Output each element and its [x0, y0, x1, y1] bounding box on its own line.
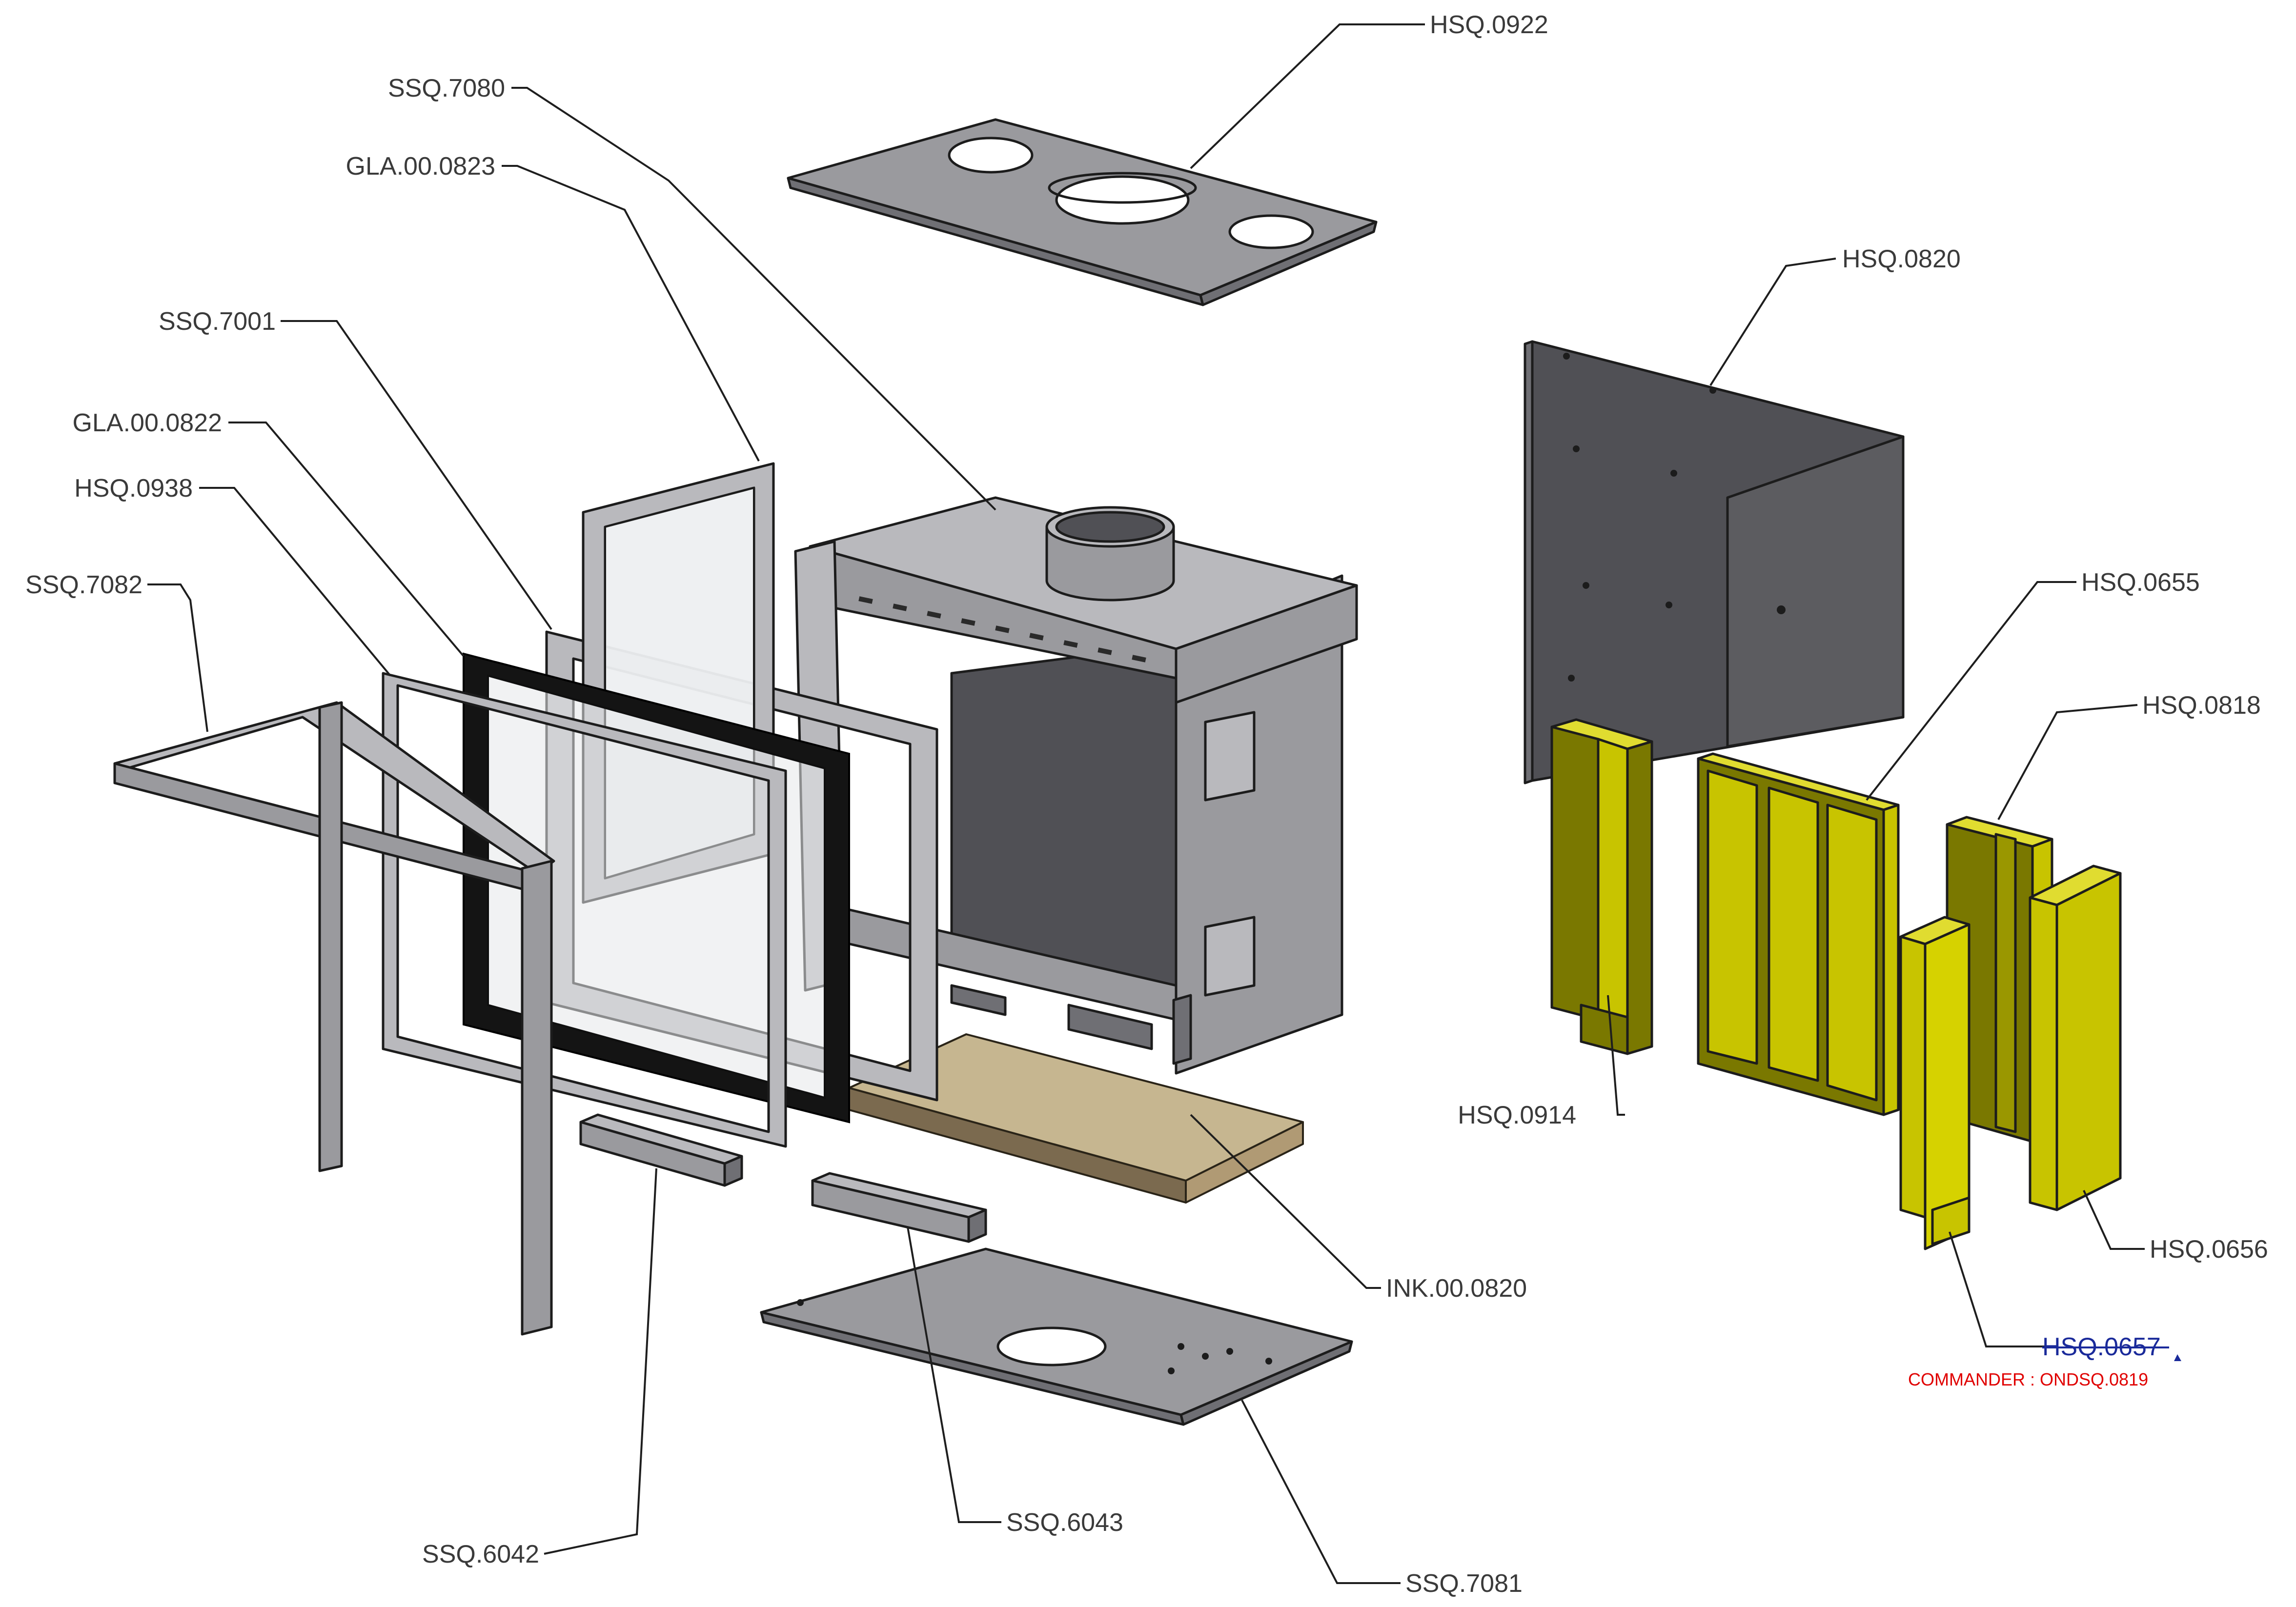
- refractory-hsq0914: [1550, 718, 1653, 1055]
- label-ssq7080: SSQ.7080: [388, 74, 505, 102]
- leader-hsq0657: [1949, 1231, 2045, 1347]
- leader-gla00823: [502, 165, 760, 462]
- label-hsq0655: HSQ.0655: [2081, 568, 2200, 597]
- order-note: COMMANDER : ONDSQ.0819: [1908, 1369, 2148, 1389]
- leader-ssq7081: [1241, 1400, 1401, 1584]
- leader-hsq0914: [1607, 995, 1625, 1116]
- leader-hsq0655: [1866, 581, 2076, 801]
- label-hsq0914: HSQ.0914: [1458, 1101, 1576, 1129]
- leader-ssq7082: [147, 583, 208, 732]
- bottom-plate: [760, 1247, 1353, 1426]
- front-glass: [463, 652, 850, 1124]
- leader-ssq7080: [511, 87, 996, 511]
- bar-ssq6043: [811, 1172, 987, 1243]
- leader-ink00820: [1190, 1114, 1381, 1289]
- bar-ssq6042: [579, 1113, 743, 1187]
- leader-hsq0818: [1997, 704, 2138, 820]
- leader-ssq7001: [281, 320, 552, 630]
- leader-lines: [147, 23, 2145, 1584]
- top-plate: [787, 118, 1378, 306]
- label-hsq0818: HSQ.0818: [2142, 691, 2261, 720]
- gasket-frame: [382, 672, 787, 1148]
- label-ssq6043: SSQ.6043: [1006, 1508, 1123, 1537]
- leader-gla00822: [228, 422, 465, 657]
- firebox-body: [794, 496, 1358, 1075]
- label-ink00820: INK.00.0820: [1386, 1274, 1527, 1303]
- leader-hsq0938: [199, 487, 391, 677]
- part-labels: HSQ.0922 SSQ.7080 GLA.00.0823 HSQ.0820 S…: [25, 11, 2268, 1598]
- leader-hsq0656: [2083, 1190, 2145, 1250]
- outer-frame: [113, 701, 555, 1336]
- label-hsq0820: HSQ.0820: [1842, 245, 1961, 273]
- label-gla00822: GLA.00.0822: [73, 409, 222, 437]
- leader-hsq0820: [1709, 258, 1836, 386]
- leader-ssq6042: [544, 1168, 657, 1555]
- label-ssq7081: SSQ.7081: [1405, 1569, 1523, 1598]
- marker-hsq0657: [2174, 1354, 2181, 1361]
- refractory-hsq0656: [2029, 864, 2122, 1211]
- refractory-hsq0657: [1899, 916, 1971, 1250]
- label-gla00823: GLA.00.0823: [346, 152, 495, 181]
- label-hsq0922: HSQ.0922: [1430, 11, 1548, 39]
- leader-hsq0922: [1190, 23, 1425, 169]
- refractory-hsq0655: [1697, 752, 1900, 1116]
- back-plate: [1524, 340, 1905, 784]
- label-ssq7082: SSQ.7082: [25, 571, 142, 599]
- hearth-board: [848, 1033, 1304, 1204]
- leader-ssq6043: [907, 1226, 1001, 1523]
- label-hsq0938: HSQ.0938: [74, 474, 193, 502]
- label-ssq6042: SSQ.6042: [422, 1540, 539, 1568]
- label-ssq7001: SSQ.7001: [159, 307, 276, 336]
- label-hsq0656: HSQ.0656: [2150, 1235, 2268, 1264]
